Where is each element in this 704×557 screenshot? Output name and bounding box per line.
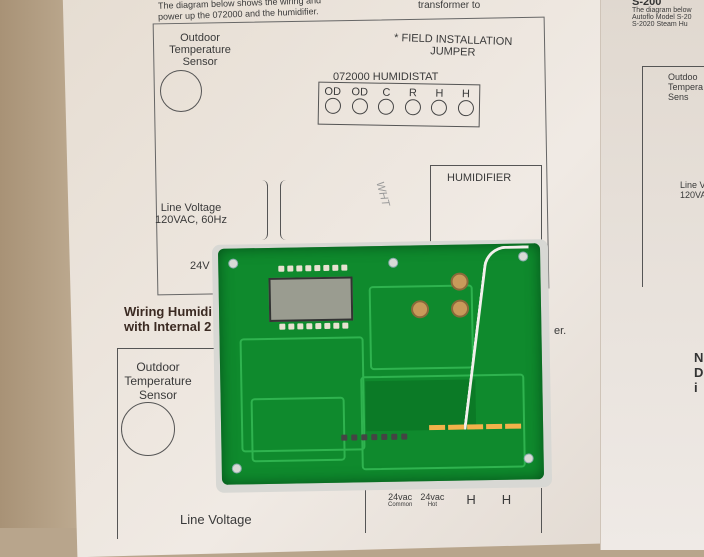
mounting-hole — [388, 257, 399, 268]
lcd-pins-top — [278, 264, 348, 272]
terminal: OD — [324, 86, 341, 124]
terminal: R — [404, 87, 421, 125]
terminal: H — [457, 88, 474, 126]
terminal-label: R — [408, 87, 418, 100]
label-line: Temperature — [169, 44, 231, 56]
text-fragment: er. — [554, 325, 567, 337]
terminal-sublabel: Hot — [427, 502, 438, 508]
diagram-border-bottom — [117, 348, 228, 539]
heading-line: with Internal 2 — [124, 319, 212, 334]
terminal-label: OD — [324, 85, 342, 98]
terminal-label: H — [501, 492, 512, 507]
screw-icon — [457, 100, 474, 117]
circuit-board — [217, 243, 545, 485]
sensor-symbol-icon — [160, 70, 202, 112]
outdoor-sensor-label-bottom: Outdoor Temperature Sensor — [118, 360, 198, 402]
line-voltage-label: Line Voltage 120VAC, 60Hz — [155, 202, 227, 226]
screw-icon — [431, 99, 448, 116]
bottom-terminal-box — [365, 488, 542, 533]
intro-line: Autoflo Model S-20 — [632, 14, 692, 21]
line-voltage-bottom: Line Voltage — [180, 512, 252, 527]
label-line: Outdoor — [180, 32, 220, 44]
label-line: Line Voltage — [160, 202, 222, 214]
trace — [368, 284, 475, 371]
mounting-hole — [523, 453, 534, 464]
adjacent-diagram-sheet — [600, 0, 704, 550]
label-line: Sensor — [138, 388, 178, 402]
terminal-label: H — [435, 87, 444, 100]
terminal: H — [466, 492, 475, 507]
terminal-block: OD OD C R H H — [317, 81, 481, 128]
component-row — [341, 433, 408, 441]
terminal: H — [502, 492, 511, 507]
intro-line: The diagram below — [632, 7, 692, 14]
label-line: Temperature — [124, 374, 192, 388]
intro-text-right: transformer to — [418, 0, 481, 11]
terminal: OD — [351, 86, 368, 124]
letter: i — [694, 380, 698, 395]
right-side-letters: N D i — [694, 350, 703, 395]
right-sensor-label: Outdoo Tempera Sens — [668, 72, 703, 102]
mounting-hole — [231, 463, 242, 474]
mounting-hole — [228, 258, 239, 269]
ground-plane — [365, 379, 477, 432]
label-line: Outdoor — [136, 360, 180, 374]
terminal-sublabel: Common — [388, 502, 413, 508]
lcd-display — [268, 276, 354, 322]
terminal-label: 24vac — [388, 492, 413, 502]
terminal-label: OD — [351, 86, 369, 99]
heading-line: Wiring Humidi — [124, 304, 212, 319]
label-line: 120VAC, 60Hz — [155, 214, 227, 226]
right-title: S-200 — [632, 0, 662, 8]
humidistat-title: 072000 HUMIDISTAT — [333, 71, 439, 83]
label-line: Sens — [668, 92, 689, 102]
screw-icon — [324, 97, 341, 114]
trace — [250, 396, 346, 463]
label-line: 120VAC, — [680, 190, 704, 200]
transformer-coil-icon — [280, 180, 293, 240]
humidifier-label: HUMIDIFIER — [447, 172, 512, 184]
transformer-icon — [255, 180, 268, 240]
bottom-heading: Wiring Humidi with Internal 2 — [124, 304, 212, 334]
terminal-label: H — [466, 492, 476, 507]
screw-icon — [378, 98, 395, 115]
right-line-voltage: Line V 120VAC, — [680, 180, 704, 200]
letter: N — [694, 350, 704, 365]
label-line: Outdoo — [668, 72, 698, 82]
terminal-label: C — [382, 86, 391, 99]
lcd-pins-bottom — [279, 322, 349, 330]
label-line: Sensor — [182, 56, 218, 68]
outdoor-sensor-label-top: Outdoor Temperature Sensor — [160, 32, 240, 68]
letter: D — [694, 365, 704, 380]
label-line: Line V — [680, 180, 704, 190]
terminal: C — [378, 87, 395, 125]
terminal-label: 24vac — [420, 492, 445, 502]
sensor-symbol-icon — [121, 402, 175, 456]
secondary-voltage-label: 24V — [190, 260, 210, 272]
right-diagram-border — [642, 66, 704, 287]
right-intro: The diagram below Autoflo Model S-20 S-2… — [632, 7, 692, 28]
terminal-label: H — [461, 88, 471, 101]
terminal: H — [431, 88, 448, 126]
intro-line: S-2020 Steam Hu — [632, 21, 688, 28]
screw-icon — [351, 98, 368, 115]
label-line: Tempera — [668, 82, 704, 92]
screw-icon — [404, 99, 421, 116]
